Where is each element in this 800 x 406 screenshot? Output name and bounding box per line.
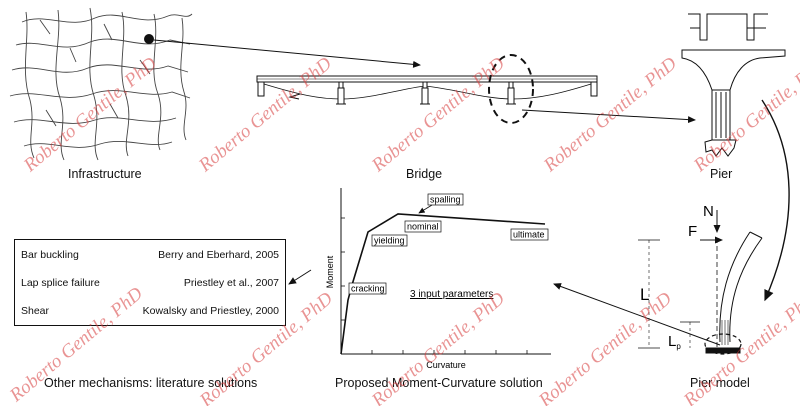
cracking-label: cracking — [351, 284, 385, 294]
caption-infrastructure: Infrastructure — [68, 167, 142, 181]
caption-pier-model: Pier model — [690, 376, 750, 390]
reference-cell: Berry and Eberhard, 2005 — [158, 249, 279, 261]
table-row: Bar buckling Berry and Eberhard, 2005 — [21, 249, 279, 261]
table-row: Shear Kowalsky and Priestley, 2000 — [21, 305, 279, 317]
caption-bridge: Bridge — [406, 167, 443, 181]
reference-cell: Kowalsky and Priestley, 2000 — [142, 305, 279, 317]
table-row: Lap splice failure Priestley et al., 200… — [21, 277, 279, 289]
connector-arrow — [521, 109, 696, 124]
caption-moment-curvature: Proposed Moment-Curvature solution — [335, 376, 543, 390]
literature-table: Bar buckling Berry and Eberhard, 2005 La… — [14, 239, 286, 326]
bridge-drawing — [256, 75, 598, 105]
y-axis-label: Moment — [325, 255, 335, 288]
ultimate-label: ultimate — [513, 230, 545, 240]
input-parameters-note: 3 input parameters — [410, 289, 493, 300]
flow-arrow — [761, 99, 790, 302]
location-marker — [144, 34, 154, 44]
mechanism-cell: Shear — [21, 305, 50, 317]
connector-arrow — [153, 39, 421, 68]
moment-curvature-curve — [340, 213, 546, 355]
reference-cell: Priestley et al., 2007 — [183, 277, 279, 289]
mechanism-cell: Bar buckling — [21, 249, 79, 261]
spalling-label: spalling — [430, 195, 461, 205]
pier-highlight-ellipse — [488, 54, 534, 124]
plastic-hinge-label: Lp — [668, 333, 681, 351]
connector-arrow — [553, 283, 721, 346]
moment-curvature-chart: Curvature Moment cracking yielding nomin… — [325, 188, 551, 370]
nominal-label: nominal — [407, 222, 439, 232]
lateral-force-label: F — [688, 223, 697, 240]
mechanism-cell: Lap splice failure — [21, 277, 100, 289]
pier-model-drawing — [638, 210, 763, 355]
connector-arrow — [288, 269, 312, 285]
y-ticks — [341, 217, 345, 321]
yielding-label: yielding — [374, 236, 405, 246]
x-ticks — [371, 350, 528, 354]
caption-other-mechanisms: Other mechanisms: literature solutions — [44, 376, 258, 390]
caption-pier: Pier — [710, 167, 733, 181]
pier-drawing — [681, 13, 786, 157]
infrastructure-network — [9, 7, 193, 161]
x-axis-label: Curvature — [426, 360, 466, 370]
axial-load-label: N — [703, 203, 714, 220]
pier-height-label: L — [640, 285, 649, 304]
